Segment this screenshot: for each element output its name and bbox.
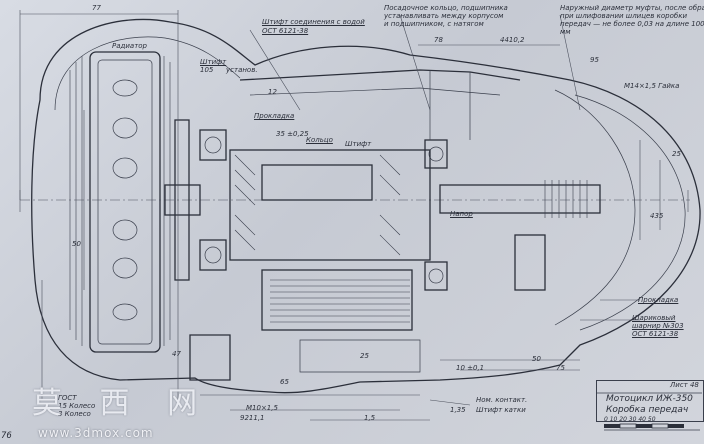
cover-right xyxy=(554,89,636,326)
shariki-label-2: шарнир №303 xyxy=(632,322,684,330)
sheet-list-label: Лист 48 xyxy=(670,381,699,389)
title-line-2: Коробка передач xyxy=(606,405,689,415)
clutch-holes xyxy=(112,79,138,321)
nut-m14-label: M14×1,5 Гайка xyxy=(624,82,680,90)
lower-gear-set xyxy=(261,269,413,331)
scale-bar xyxy=(604,423,684,429)
prokladka-top-label: Прокладка xyxy=(254,112,295,120)
left-gost-3: 3 Колесо xyxy=(58,410,91,418)
napor-label: Напор xyxy=(450,210,473,218)
title-line-1: Мотоцикл ИЖ-350 xyxy=(606,394,693,404)
dimension-12: 12 xyxy=(268,88,277,96)
top-rib-inner xyxy=(249,87,501,96)
clutch-fins xyxy=(69,56,171,346)
bottom-flange xyxy=(189,334,231,381)
shariki-label-1: Шариковый xyxy=(632,314,676,322)
dimension-4410: 4410,2 xyxy=(500,36,525,44)
dimension-50b: 50 xyxy=(532,355,541,363)
radiator-label: Радиатор xyxy=(112,42,147,50)
prokladka-right-label: Прокладка xyxy=(638,296,679,304)
page-number: 76 xyxy=(1,431,12,441)
bearing-right-top xyxy=(424,139,448,169)
note-top-1: Посадочное кольцо, подшипника xyxy=(384,4,508,12)
clutch-pushrod-housing xyxy=(174,119,190,281)
upper-shaft xyxy=(261,164,373,201)
watermark-cn: 莫 西 网 xyxy=(32,386,212,421)
output-spline xyxy=(544,180,588,218)
dimension-10: 10 ±0,1 xyxy=(456,364,485,372)
bottom-boss xyxy=(299,339,421,373)
watermark-url: www.3dmox.com xyxy=(38,426,154,440)
dimension-25: 25 xyxy=(672,150,681,158)
housing-outline xyxy=(31,18,701,394)
note-right-2: при шлифовании шлицев коробки xyxy=(560,12,687,20)
dimension-135: 1,35 xyxy=(450,406,466,414)
output-shaft xyxy=(439,184,601,214)
dimension-35: 35 ±0,25 xyxy=(276,130,309,138)
clutch-drum-inner xyxy=(97,59,153,345)
left-gost-1: ГОСТ xyxy=(58,394,77,402)
title-block-lines xyxy=(596,392,702,431)
dimension-435: 435 xyxy=(650,212,664,220)
note-top-2: устанавливать между корпусом xyxy=(384,12,504,20)
note-top-3: и подшипником, с натягом xyxy=(384,20,484,28)
shtift-conn-label: Штифт соединения с водой xyxy=(262,18,365,26)
dimension-75: 75 xyxy=(556,364,565,372)
gear-stack xyxy=(229,149,431,261)
shtift-kat-label: Штифт катки xyxy=(476,406,526,414)
note-right-1: Наружный диаметр муфты, после обработки xyxy=(560,4,704,12)
left-gost-2: 15 Колесо xyxy=(58,402,96,410)
ustan-label: установ. xyxy=(226,66,258,74)
gost-top-label: ОСТ 6121-38 xyxy=(262,27,309,35)
dimension-47: 47 xyxy=(172,350,181,358)
dimension-lines xyxy=(19,10,661,421)
bearing-left-top xyxy=(199,129,227,161)
note-right-4: мм xyxy=(560,28,571,36)
dimension-50: 50 xyxy=(72,240,81,248)
scale-label: 0 10 20 30 40 50 xyxy=(604,416,656,423)
shtift-left-label: Штифт xyxy=(200,58,227,66)
dimension-95: 95 xyxy=(590,56,599,64)
dimension-m10: M10×1,5 xyxy=(246,404,278,412)
leader-lines xyxy=(249,14,640,406)
gear-hatch xyxy=(234,154,401,256)
dimension-25b: 25 xyxy=(360,352,369,360)
shtift-label: Штифт xyxy=(345,140,372,148)
top-rib xyxy=(239,69,521,81)
dimension-9211: 9211,1 xyxy=(240,414,265,422)
bearing-right-bottom xyxy=(424,261,448,291)
note-right-3: передач — не более 0,03 на длине 100 xyxy=(560,20,704,28)
sprocket xyxy=(514,234,546,291)
kolco-label: Кольцо xyxy=(306,136,333,144)
gost-right-label: ОСТ 6121-38 xyxy=(632,330,679,338)
clutch-drum xyxy=(89,51,161,353)
dimension-78: 78 xyxy=(434,36,443,44)
dimension-65: 65 xyxy=(280,378,289,386)
dimension-105: 105 xyxy=(200,66,214,74)
housing-inner-right xyxy=(574,94,686,331)
lower-teeth xyxy=(270,279,410,323)
nom-kontakt-label: Ном. контакт. xyxy=(476,396,528,404)
dimension-155: 1,5 xyxy=(364,414,376,422)
input-shaft xyxy=(164,184,201,216)
bearing-left-bottom xyxy=(199,239,227,271)
dimension-77: 77 xyxy=(92,4,101,12)
